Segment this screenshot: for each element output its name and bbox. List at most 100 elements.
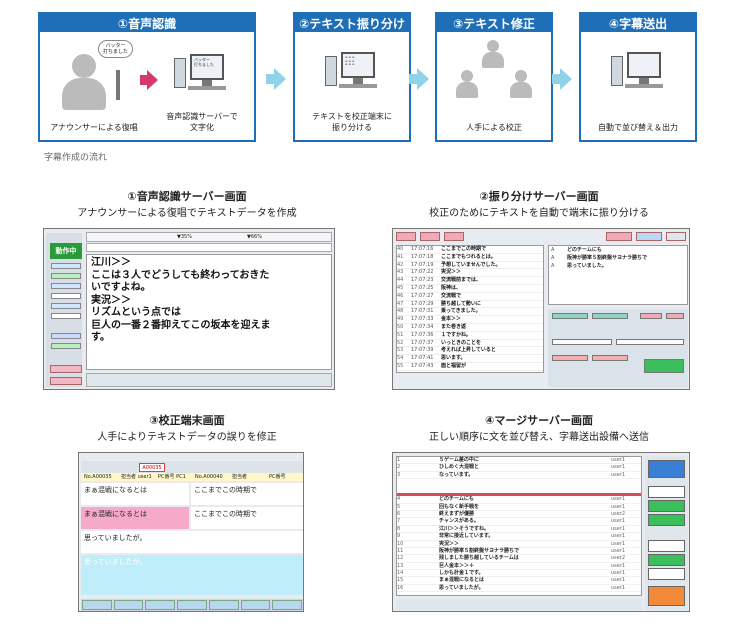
level-meter-left: ▼35% (177, 234, 192, 240)
function-button[interactable] (113, 600, 144, 610)
level-meter-bar (86, 243, 332, 252)
text-cell-selected[interactable]: まぁ混戦になるとは (81, 507, 189, 529)
panel-button[interactable] (592, 313, 628, 319)
text-cell[interactable]: ここまでこの時期で (191, 483, 303, 505)
sidebar-red-button[interactable] (50, 365, 82, 373)
sidebar-button[interactable] (51, 283, 81, 289)
toolbar-button[interactable] (606, 232, 632, 241)
section-title: ④マージサーバー画面 (485, 414, 593, 427)
function-button[interactable] (82, 600, 112, 610)
info-item: 担当者 user1 (121, 474, 152, 480)
info-item: No.A00040 (195, 474, 223, 480)
sidebar-button[interactable] (51, 343, 81, 349)
arrow-icon (140, 70, 158, 90)
sidebar-button[interactable] (51, 263, 81, 269)
sidebar-button[interactable] (51, 273, 81, 279)
function-button[interactable] (208, 600, 239, 610)
control-button[interactable] (648, 486, 685, 498)
sidebar-button[interactable] (51, 313, 81, 319)
text-cell[interactable]: ここまでこの時期で (191, 507, 303, 529)
panel-button[interactable] (552, 355, 588, 361)
function-button[interactable] (240, 600, 271, 610)
computer-icon: ≡ ≡ ≡≡ ≡ ≡≡ ≡ ≡ (325, 52, 381, 92)
panel-field[interactable] (552, 339, 612, 345)
function-button[interactable] (272, 600, 303, 610)
speech-bubble: バッター 打ちました (98, 40, 134, 58)
info-item: No.A00035 (84, 474, 112, 480)
sidebar-button[interactable] (51, 293, 81, 299)
panel-button[interactable] (666, 313, 684, 319)
panel-field[interactable] (616, 339, 684, 345)
computer-icon (611, 52, 667, 92)
toolbar-button[interactable] (636, 232, 662, 241)
text-line: す。 (91, 332, 110, 343)
mode-button[interactable] (648, 460, 685, 478)
text-cell[interactable]: まぁ混戦になるとは (81, 483, 189, 505)
section-subtitle: 校正のためにテキストを自動で端末に振り分ける (429, 208, 649, 219)
control-button[interactable] (648, 514, 685, 526)
operator-icon (455, 70, 483, 98)
panel-button[interactable] (592, 355, 628, 361)
sidebar-button[interactable] (51, 303, 81, 309)
toolbar-button[interactable] (396, 232, 416, 241)
chevron-right-icon (266, 68, 288, 90)
sidebar-button[interactable] (51, 333, 81, 339)
toolbar-button[interactable] (420, 232, 440, 241)
edit-text-area[interactable]: 思っていましたが。 (81, 555, 303, 595)
toolbar-button[interactable] (666, 232, 686, 241)
start-button[interactable] (644, 359, 684, 373)
control-button[interactable] (648, 500, 685, 512)
text-cell[interactable]: 思っていましたが。 (81, 531, 303, 553)
panel-button[interactable] (552, 313, 588, 319)
function-button[interactable] (177, 600, 207, 610)
control-button[interactable] (648, 568, 685, 580)
step-speech-recognition: ①音声認識 バッター 打ちました バッター 打ちました アナウンサーによる復唱 … (38, 12, 256, 142)
toolbar-button[interactable] (444, 232, 464, 241)
send-button[interactable] (648, 586, 685, 606)
chevron-right-icon (552, 68, 574, 90)
recognized-text-area[interactable]: 江川＞＞ ここは３人でどうしても終わっておきた いですよね。 実況＞＞ リズムと… (86, 254, 332, 370)
section-title: ③校正端末画面 (149, 414, 225, 427)
text-line: リズムという点では (91, 307, 181, 318)
control-button[interactable] (648, 554, 685, 566)
control-button[interactable] (648, 540, 685, 552)
panel-button[interactable] (640, 313, 662, 319)
function-button[interactable] (145, 600, 176, 610)
sidebar-red-button[interactable] (50, 377, 82, 385)
